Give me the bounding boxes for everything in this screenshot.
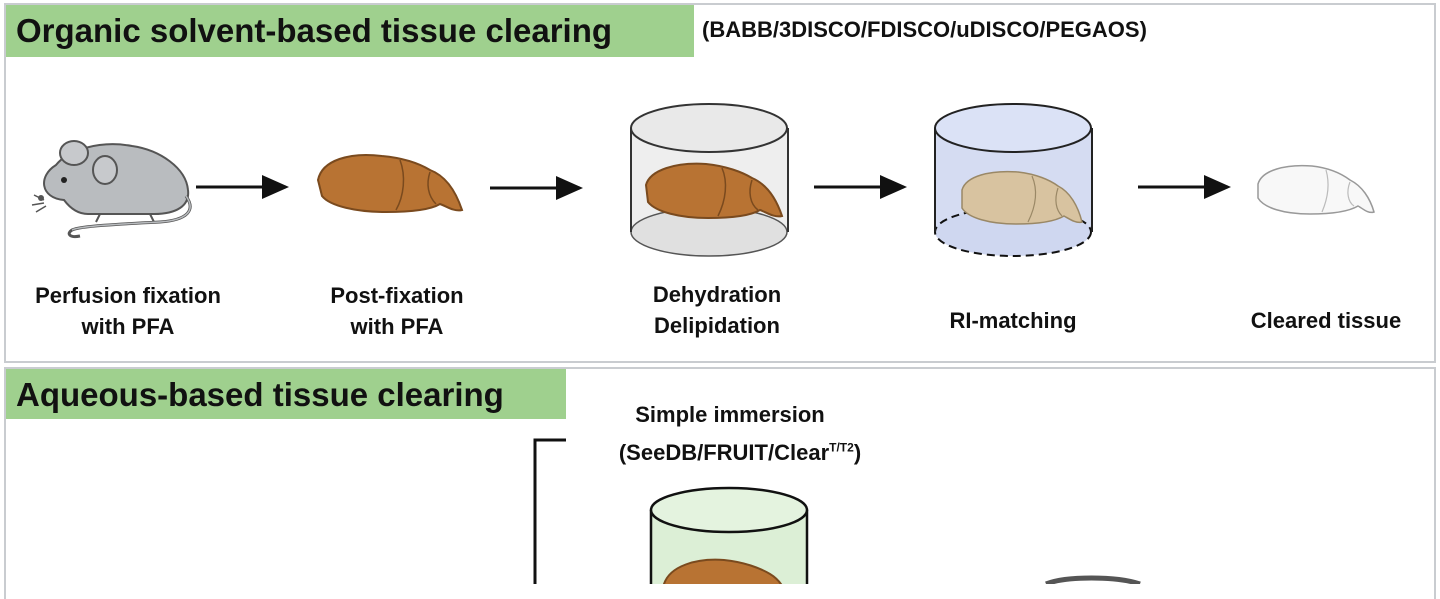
brain-icon bbox=[644, 162, 784, 220]
cleared-brain-icon bbox=[1257, 164, 1375, 215]
diagram-artwork bbox=[31, 103, 1375, 584]
step-label-ri-matching: RI-matching bbox=[949, 308, 1077, 333]
step-label-dehydration: Dehydration Delipidation bbox=[652, 282, 782, 338]
brain-icon bbox=[316, 154, 464, 214]
aqueous-panel: Aqueous-based tissue clearing bbox=[4, 367, 1436, 599]
partial-container-icon bbox=[1045, 575, 1141, 584]
green-container-icon bbox=[649, 486, 809, 584]
organic-panel-title: Organic solvent-based tissue clearing bbox=[6, 5, 694, 57]
step-label-perfusion: Perfusion fixation with PFA bbox=[35, 283, 221, 339]
grey-container-icon bbox=[630, 103, 789, 257]
branch-methods: (SeeDB/FRUIT/ClearT/T2) bbox=[618, 440, 862, 465]
organic-panel: Organic solvent-based tissue clearing bbox=[4, 3, 1436, 363]
step-label-post-fixation: Post-fixation with PFA bbox=[330, 283, 464, 339]
organic-methods-label: (BABB/3DISCO/FDISCO/uDISCO/PEGAOS) bbox=[702, 17, 1147, 42]
branch-title: Simple immersion bbox=[635, 402, 825, 427]
brain-icon bbox=[961, 170, 1083, 225]
branch-bracket bbox=[533, 438, 566, 584]
step-label-cleared-tissue: Cleared tissue bbox=[1250, 308, 1402, 333]
aqueous-panel-title: Aqueous-based tissue clearing bbox=[6, 369, 566, 419]
brain-icon bbox=[663, 558, 783, 584]
mouse-icon bbox=[31, 140, 192, 238]
